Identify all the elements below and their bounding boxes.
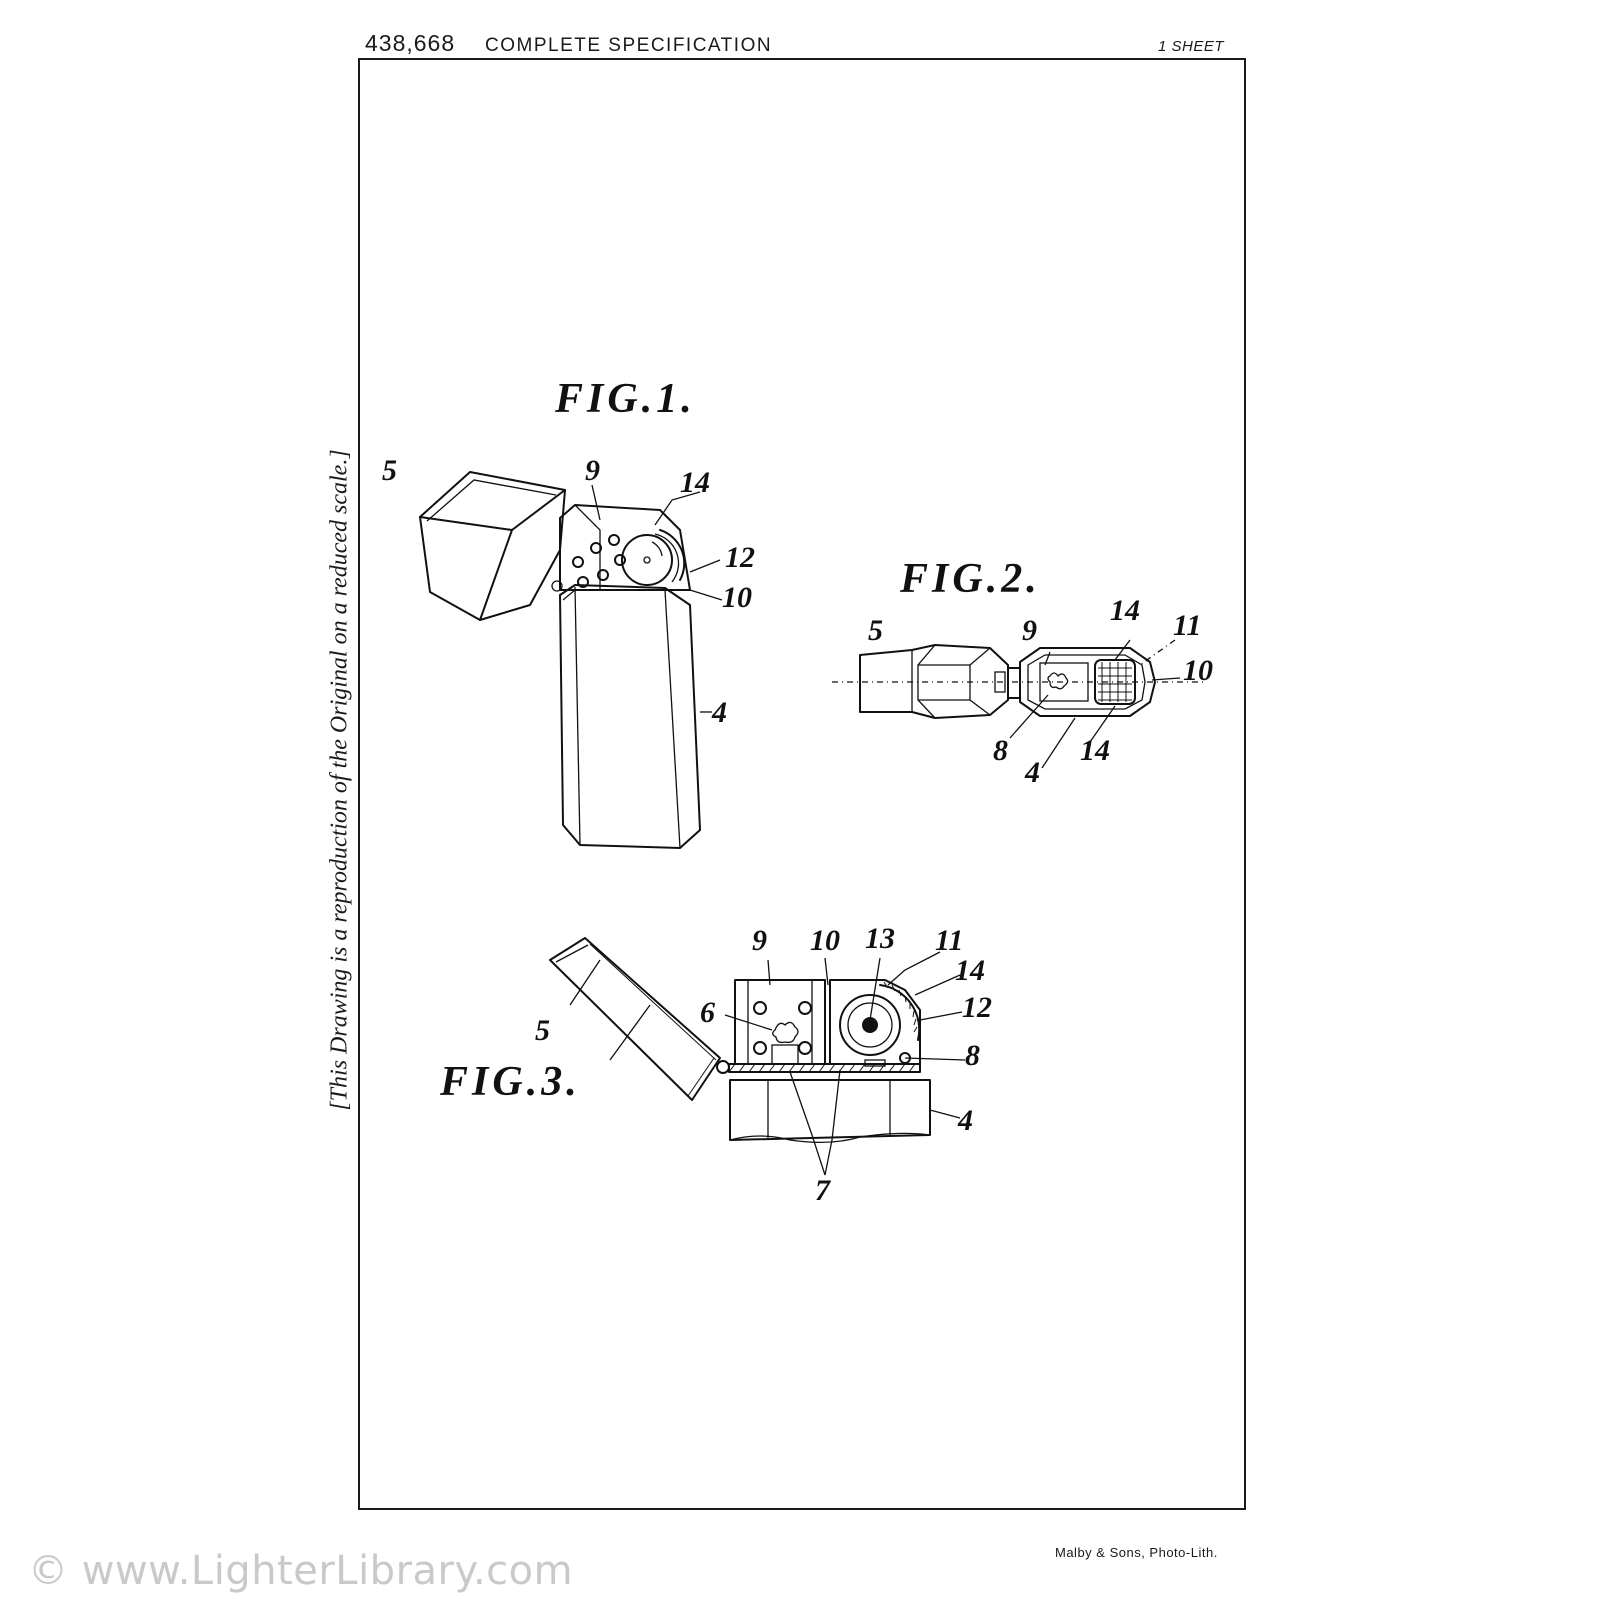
fig3-label-6: 6 bbox=[700, 996, 715, 1029]
sheet-count: 1 SHEET bbox=[1158, 38, 1225, 55]
figure-3: FIG.3. bbox=[439, 922, 992, 1207]
fig2-label-11: 11 bbox=[1173, 609, 1201, 642]
fig1-label-5: 5 bbox=[382, 454, 397, 487]
fig2-label-5: 5 bbox=[868, 614, 883, 647]
fig1-label-9: 9 bbox=[585, 454, 600, 487]
fig2-label-14-bottom: 14 bbox=[1080, 734, 1110, 767]
fig3-label-11: 11 bbox=[935, 924, 963, 957]
spec-number: 438,668 bbox=[365, 30, 456, 56]
fig1-leaders bbox=[591, 484, 723, 713]
fig1-label-12: 12 bbox=[725, 541, 755, 574]
fig3-label-14: 14 bbox=[955, 954, 985, 987]
fig3-label-10: 10 bbox=[810, 924, 840, 957]
fig2-leaders bbox=[1009, 639, 1181, 769]
figure-2: FIG.2. bbox=[832, 556, 1213, 789]
fig3-label-8: 8 bbox=[965, 1039, 980, 1072]
fig2-title: FIG.2. bbox=[899, 556, 1041, 602]
fig1-lid bbox=[419, 471, 566, 621]
spec-title: COMPLETE SPECIFICATION bbox=[485, 35, 773, 56]
fig2-case bbox=[1019, 647, 1156, 717]
fig2-label-10: 10 bbox=[1183, 654, 1213, 687]
fig3-label-5: 5 bbox=[535, 1014, 550, 1047]
watermark: © www.LighterLibrary.com bbox=[28, 1548, 574, 1594]
fig3-label-13: 13 bbox=[865, 922, 895, 955]
printer-credit: Malby & Sons, Photo-Lith. bbox=[1055, 1545, 1218, 1560]
fig1-label-10: 10 bbox=[722, 581, 752, 614]
figure-1: FIG.1. bbox=[382, 376, 755, 849]
fig1-title: FIG.1. bbox=[554, 376, 696, 422]
fig3-base-hatch bbox=[728, 1063, 916, 1073]
fig1-label-14: 14 bbox=[680, 466, 710, 499]
fig3-wheel-assembly bbox=[829, 979, 921, 1067]
fig3-label-7: 7 bbox=[815, 1174, 831, 1207]
fig3-lid bbox=[549, 937, 730, 1101]
fig3-leaders bbox=[724, 951, 966, 1176]
fig1-insert bbox=[559, 504, 691, 591]
fig2-lid bbox=[859, 644, 1009, 719]
drawing-sheet-border bbox=[358, 58, 1246, 1510]
fig1-label-4: 4 bbox=[711, 696, 727, 729]
fig2-label-14-top: 14 bbox=[1110, 594, 1140, 627]
fig3-label-9: 9 bbox=[752, 924, 767, 957]
fig3-label-4: 4 bbox=[957, 1104, 973, 1137]
fig1-body bbox=[551, 580, 701, 849]
fig3-case-body bbox=[729, 1079, 931, 1144]
fig2-label-8: 8 bbox=[993, 734, 1008, 767]
fig3-label-12: 12 bbox=[962, 991, 992, 1024]
fig2-label-9: 9 bbox=[1022, 614, 1037, 647]
fig3-chimney bbox=[734, 979, 826, 1065]
fig3-title: FIG.3. bbox=[439, 1059, 581, 1105]
fig2-hinge bbox=[1007, 667, 1021, 699]
fig2-label-4: 4 bbox=[1024, 756, 1040, 789]
